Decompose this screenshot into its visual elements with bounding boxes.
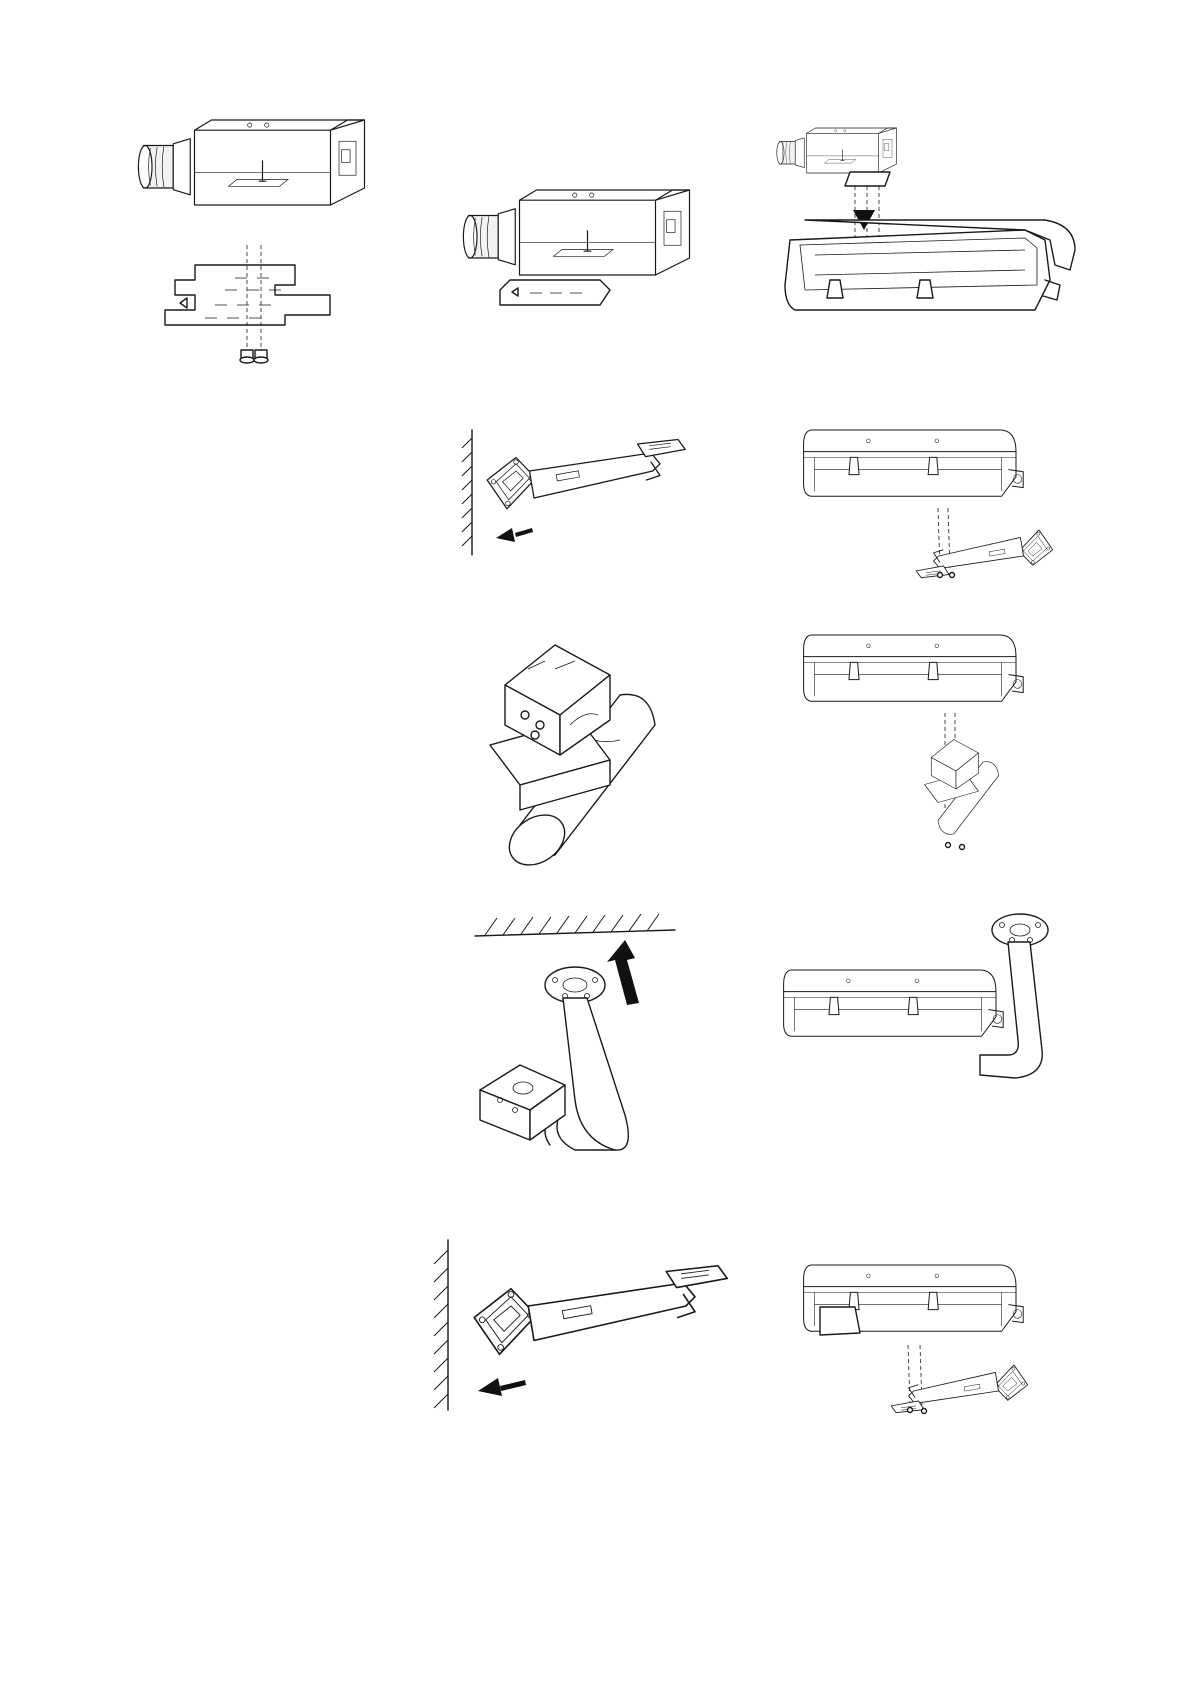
figure-ceiling-bracket-install bbox=[475, 900, 685, 1165]
figure-wall-bracket-install-2 bbox=[420, 1240, 730, 1410]
figure-housing-on-wall-bracket-2 bbox=[800, 1265, 1060, 1445]
figure-housing-on-pole-adapter bbox=[800, 635, 1060, 860]
figure-camera-into-housing bbox=[775, 120, 1085, 350]
figure-housing-on-wall-bracket bbox=[800, 430, 1060, 605]
figure-wall-bracket-install bbox=[460, 430, 710, 560]
figure-camera-plate-attached bbox=[460, 190, 700, 320]
figure-housing-on-ceiling-bracket bbox=[780, 900, 1080, 1100]
figure-pole-adapter bbox=[480, 635, 700, 875]
figure-camera-mount-plate bbox=[135, 120, 375, 370]
